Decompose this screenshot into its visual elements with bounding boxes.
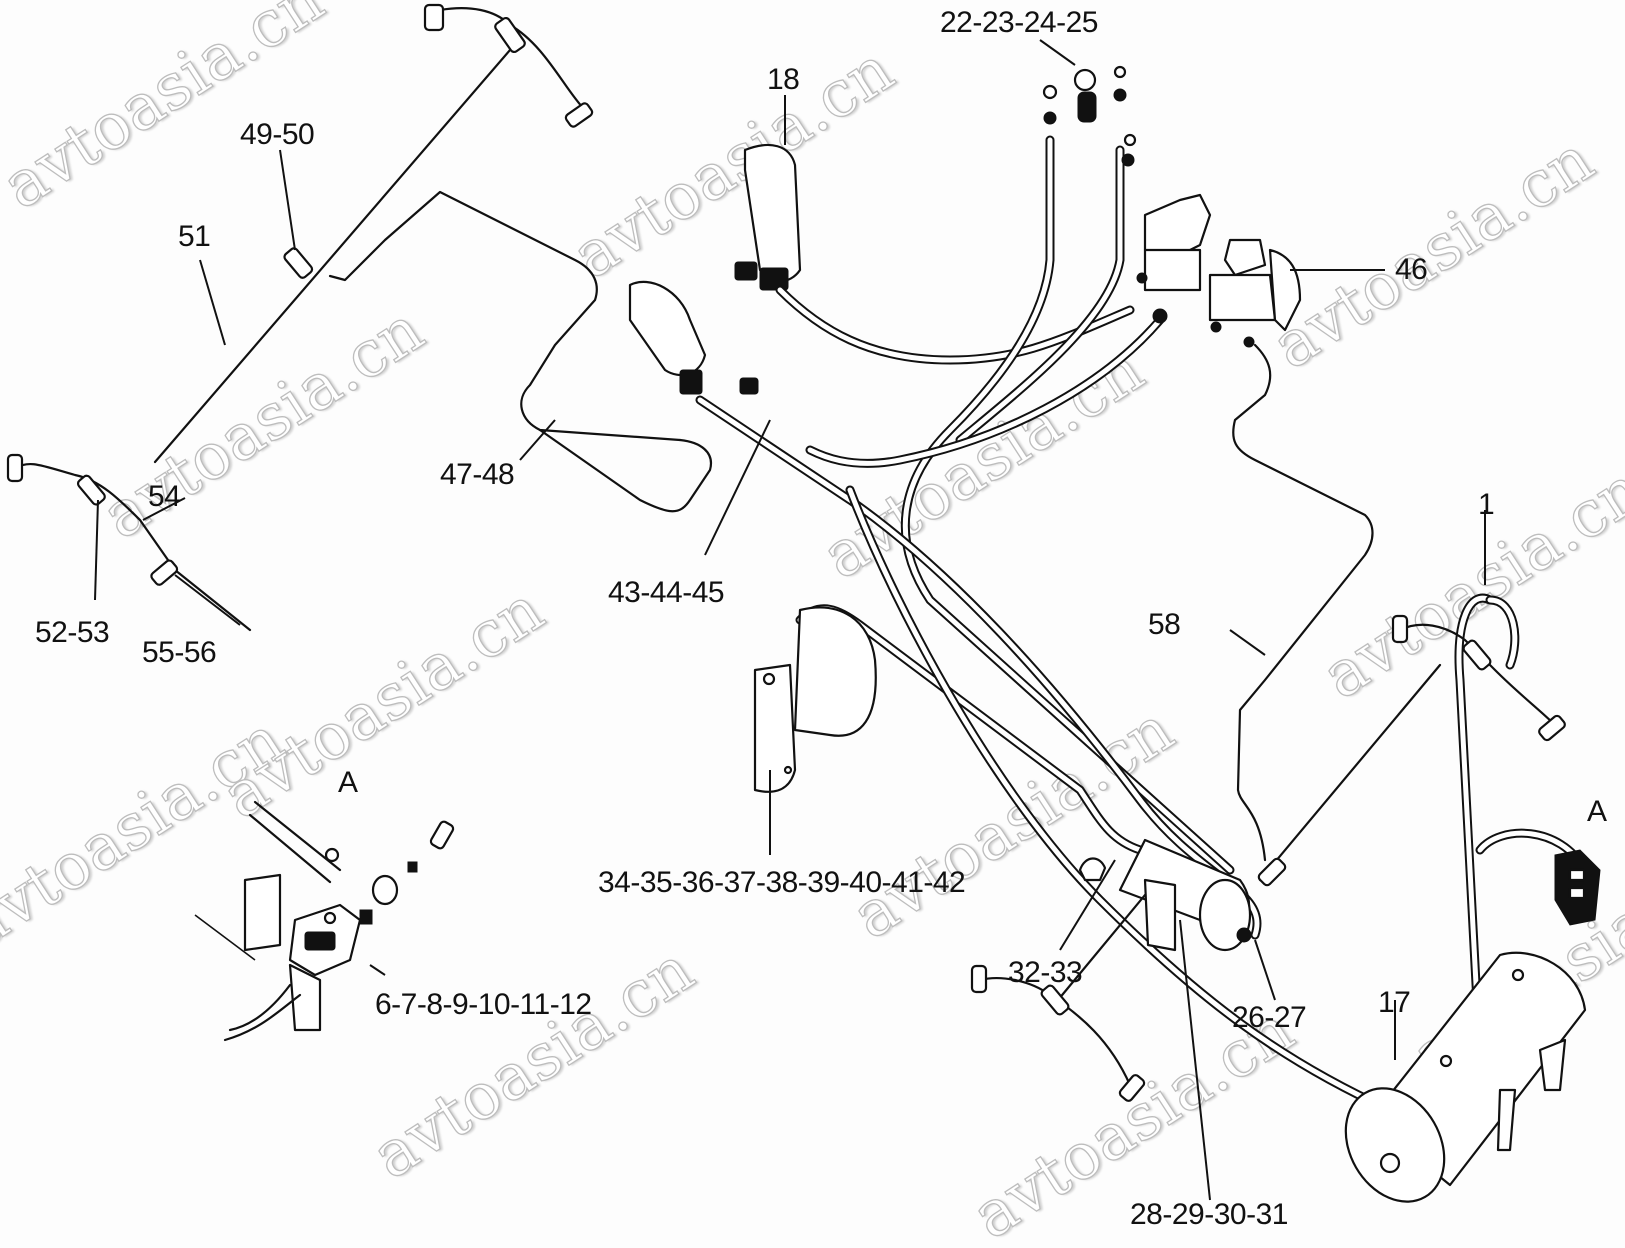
spring-brake-chamber-34-42 (753, 606, 877, 793)
callout-34-42: 34-35-36-37-38-39-40-41-42 (598, 866, 966, 899)
callout-22-23-24-25: 22-23-24-25 (940, 6, 1098, 39)
callout-18: 18 (767, 63, 800, 96)
callout-47-48: 47-48 (440, 458, 515, 491)
callout-58: 58 (1148, 608, 1181, 641)
callout-52-53: 52-53 (35, 616, 110, 649)
callout-a-right: A (1587, 795, 1607, 828)
branch-connector-lower (970, 893, 1147, 1102)
callout-55-56: 55-56 (142, 636, 217, 669)
callout-26-27: 26-27 (1232, 1001, 1307, 1034)
callout-32-33: 32-33 (1008, 956, 1083, 989)
valve-22-25 (1042, 65, 1137, 167)
detail-a-valve-6-12 (194, 800, 455, 1042)
branch-connector-right (1391, 614, 1566, 742)
air-reservoir-28-31 (1078, 838, 1252, 952)
callout-43-44-45: 43-44-45 (608, 576, 725, 609)
coupling (1257, 857, 1287, 887)
callout-49-50: 49-50 (240, 118, 315, 151)
callout-54: 54 (148, 480, 181, 513)
callout-28-29-30-31: 28-29-30-31 (1130, 1198, 1288, 1231)
callout-51: 51 (178, 220, 211, 253)
brake-pipe-54 (6, 453, 252, 632)
callout-a-left: A (338, 766, 358, 799)
callout-46: 46 (1395, 253, 1428, 286)
brake-chamber-18 (628, 143, 802, 395)
callout-6-12: 6-7-8-9-10-11-12 (375, 988, 592, 1021)
brake-pipe-51 (153, 7, 682, 464)
callout-1: 1 (1478, 488, 1495, 521)
connector-top-left (283, 3, 594, 279)
callout-17: 17 (1378, 986, 1411, 1019)
brake-pipe-47-48 (538, 428, 713, 513)
detail-a-valve-right (1554, 849, 1601, 926)
brake-pipe-58 (1232, 343, 1374, 862)
leader-lines (94, 39, 1486, 1201)
air-reservoir-17 (1344, 951, 1587, 1203)
